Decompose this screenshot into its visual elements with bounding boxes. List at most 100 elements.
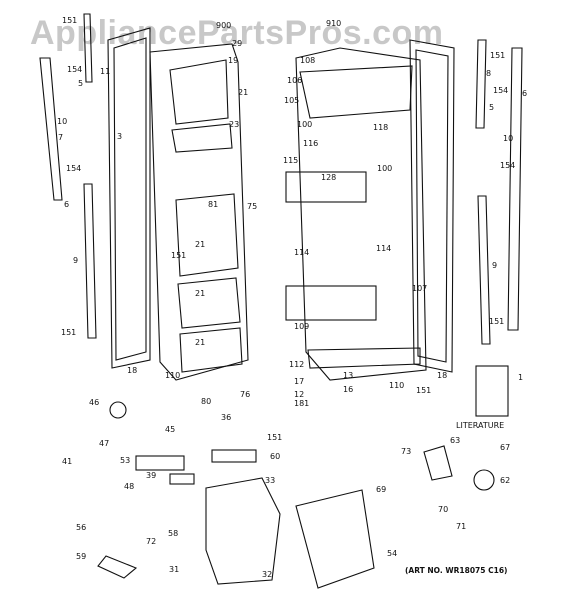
callout-151: 151 [489, 317, 505, 326]
callout-70: 70 [438, 505, 449, 514]
callout-106: 106 [287, 76, 303, 85]
callout-63: 63 [450, 436, 461, 445]
callout-114: 114 [294, 248, 310, 257]
fresh-food-door-liner [295, 47, 427, 381]
callout-151: 151 [62, 16, 78, 25]
literature-label: LITERATURE [456, 421, 505, 430]
callout-60: 60 [270, 452, 281, 461]
art-number: (ART NO. WR18075 C16) [405, 566, 508, 575]
callout-80: 80 [201, 397, 212, 406]
callout-6: 6 [64, 200, 70, 209]
callout-21: 21 [238, 88, 249, 97]
part-62-ring [473, 469, 495, 491]
callout-151: 151 [416, 386, 432, 395]
callout-17: 17 [294, 377, 305, 386]
shelf-128 [285, 171, 367, 203]
part-53-plate [135, 455, 185, 471]
callout-21: 21 [195, 240, 206, 249]
callout-3: 3 [117, 132, 123, 141]
callout-76: 76 [240, 390, 251, 399]
callout-115: 115 [283, 156, 299, 165]
callout-29: 29 [232, 39, 243, 48]
callout-73: 73 [401, 447, 412, 456]
shelf-109 [285, 285, 377, 321]
callout-39: 39 [146, 471, 157, 480]
callout-45: 45 [165, 425, 176, 434]
callout-181: 181 [294, 399, 310, 408]
right-handle-strip [475, 39, 487, 129]
callout-11: 11 [100, 67, 111, 76]
callout-9: 9 [492, 261, 498, 270]
callout-32: 32 [262, 570, 273, 579]
callout-151: 151 [61, 328, 77, 337]
callout-128: 128 [321, 173, 337, 182]
watermark-text: AppliancePartsPros.com [30, 14, 444, 52]
callout-46: 46 [89, 398, 100, 407]
callout-72: 72 [146, 537, 157, 546]
callout-36: 36 [221, 413, 232, 422]
callout-154: 154 [493, 86, 509, 95]
callout-18: 18 [437, 371, 448, 380]
callout-59: 59 [76, 552, 87, 561]
callout-151: 151 [171, 251, 187, 260]
callout-21: 21 [195, 338, 206, 347]
callout-114: 114 [376, 244, 392, 253]
right-hinge-bar [507, 47, 523, 331]
right-gasket-strip [477, 195, 491, 345]
dispenser-housing [205, 477, 281, 585]
callout-108: 108 [300, 56, 316, 65]
callout-118: 118 [373, 123, 389, 132]
callout-107: 107 [412, 284, 428, 293]
part-46-knob [109, 401, 127, 419]
callout-7: 7 [58, 133, 64, 142]
callout-16: 16 [343, 385, 354, 394]
callout-151: 151 [267, 433, 283, 442]
callout-1: 1 [518, 373, 524, 382]
callout-110: 110 [165, 371, 181, 380]
callout-54: 54 [387, 549, 398, 558]
callout-8: 8 [486, 69, 492, 78]
callout-69: 69 [376, 485, 387, 494]
part-39-bar [169, 473, 195, 485]
callout-100: 100 [297, 120, 313, 129]
callout-67: 67 [500, 443, 511, 452]
callout-31: 31 [169, 565, 180, 574]
left-hinge-bar [39, 57, 63, 201]
callout-10: 10 [57, 117, 68, 126]
callout-62: 62 [500, 476, 511, 485]
callout-105: 105 [284, 96, 300, 105]
callout-154: 154 [67, 65, 83, 74]
dispenser-panel-54 [295, 489, 375, 589]
callout-18: 18 [127, 366, 138, 375]
part-60-bar [211, 449, 257, 463]
callout-151: 151 [490, 51, 506, 60]
freezer-door-frame [107, 27, 151, 369]
callout-58: 58 [168, 529, 179, 538]
callout-100: 100 [377, 164, 393, 173]
callout-5: 5 [78, 79, 84, 88]
callout-48: 48 [124, 482, 135, 491]
callout-5: 5 [489, 103, 495, 112]
fresh-food-door-frame [409, 39, 455, 373]
callout-910: 910 [326, 19, 342, 28]
callout-110: 110 [389, 381, 405, 390]
callout-71: 71 [456, 522, 467, 531]
callout-47: 47 [99, 439, 110, 448]
callout-900: 900 [216, 21, 232, 30]
callout-6: 6 [522, 89, 528, 98]
callout-10: 10 [503, 134, 514, 143]
literature-booklet [475, 365, 509, 417]
part-73-chute [423, 445, 453, 481]
callout-56: 56 [76, 523, 87, 532]
callout-19: 19 [228, 56, 239, 65]
callout-21: 21 [195, 289, 206, 298]
callout-33: 33 [265, 476, 276, 485]
callout-109: 109 [294, 322, 310, 331]
callout-12: 12 [294, 390, 305, 399]
callout-112: 112 [289, 360, 305, 369]
callout-81: 81 [208, 200, 219, 209]
callout-116: 116 [303, 139, 319, 148]
callout-41: 41 [62, 457, 73, 466]
